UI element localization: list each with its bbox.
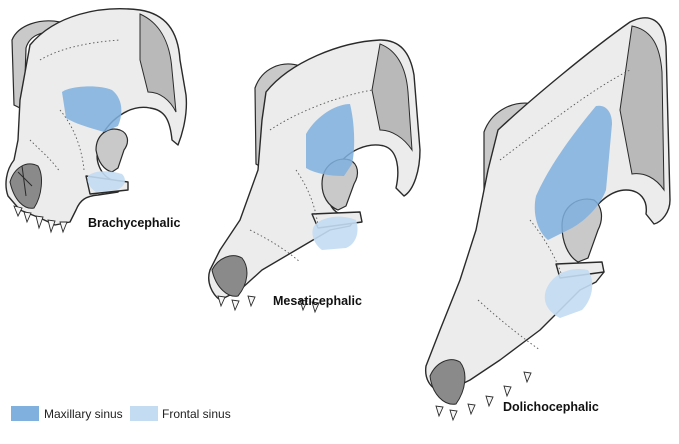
label-dolichocephalic: Dolichocephalic (503, 400, 599, 414)
legend-label-frontal: Frontal sinus (162, 407, 231, 421)
legend-swatch-frontal (130, 406, 158, 421)
mesaticephalic-skull (208, 39, 421, 314)
brachycephalic-skull (5, 8, 188, 234)
label-brachycephalic: Brachycephalic (88, 216, 181, 230)
legend-swatch-maxillary (11, 406, 39, 421)
legend-label-maxillary: Maxillary sinus (44, 407, 123, 421)
dolichocephalic-skull (425, 17, 671, 422)
label-mesaticephalic: Mesaticephalic (273, 294, 362, 308)
